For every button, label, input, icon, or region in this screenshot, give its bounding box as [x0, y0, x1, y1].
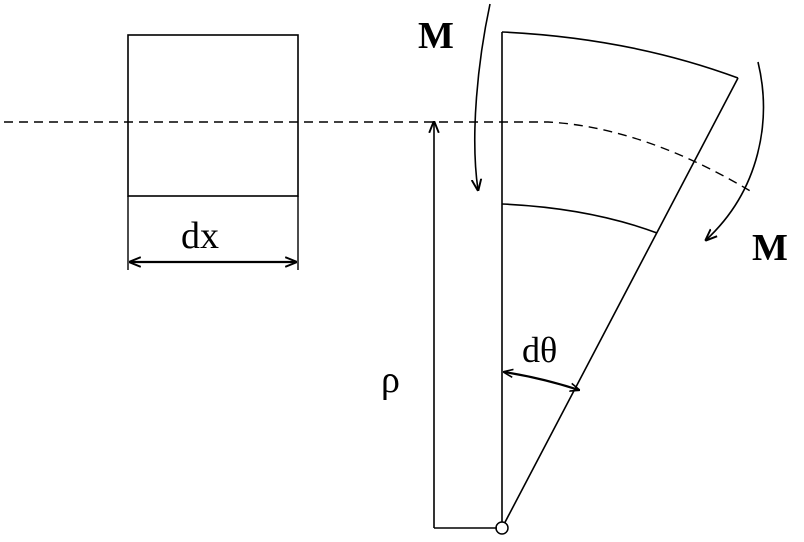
sector-inner-arc: [501, 203, 658, 234]
sector-outer-arc: [501, 31, 739, 79]
moment-label-right: M: [752, 227, 788, 269]
moment-label-top: M: [418, 15, 454, 57]
angle-label: dθ: [522, 330, 557, 370]
radius-label: ρ: [381, 359, 400, 401]
dx-label: dx: [181, 215, 219, 257]
neutral-axis-line: [4, 121, 753, 193]
moment-arrow-right: [706, 61, 765, 240]
center-of-curvature: [495, 521, 509, 535]
moment-arrow-top: [475, 3, 491, 190]
angle-arc-arrow: [504, 372, 579, 390]
sector-right-edge: [501, 77, 739, 529]
undeformed-element: [127, 34, 299, 197]
